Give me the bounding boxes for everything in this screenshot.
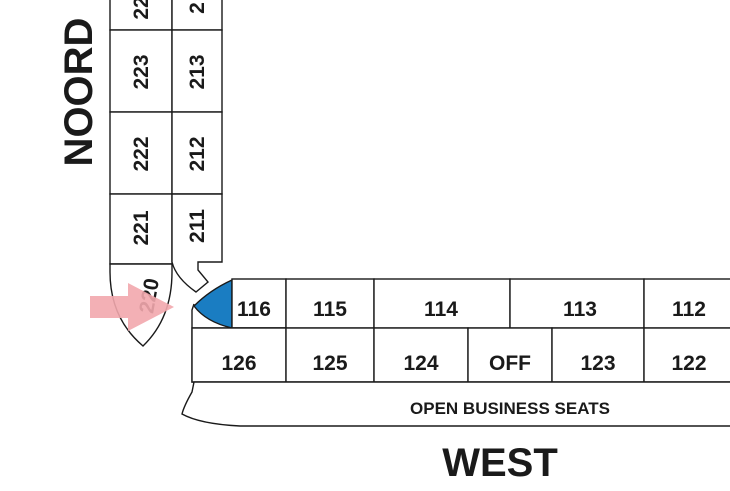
booth-126-box[interactable] [191, 327, 287, 383]
booth-label: 223 [130, 54, 153, 89]
north-zone-label: NOORD [57, 18, 101, 167]
booth-124[interactable] [373, 327, 469, 383]
north-outer-column [109, 0, 173, 347]
open-business-seats-label: OPEN BUSINESS SEATS [410, 399, 610, 418]
booth-label: 116 [237, 298, 271, 321]
booth-label: 126 [221, 352, 256, 375]
booth-label: 213 [186, 54, 209, 89]
booth-label: 113 [563, 298, 597, 321]
booth-123[interactable] [551, 327, 645, 383]
west-bottom-row [191, 303, 730, 383]
booth-label: 122 [671, 352, 706, 375]
booth-label: 2 [186, 2, 209, 14]
booth-113[interactable] [509, 278, 645, 329]
booth-label: 125 [312, 352, 347, 375]
booth-label: 124 [403, 352, 438, 375]
booth-off[interactable] [467, 327, 553, 383]
booth-label: 211 [186, 209, 209, 243]
booth-label: 22 [130, 0, 153, 20]
booth-label: 114 [424, 298, 458, 321]
booth-inner-0[interactable] [171, 0, 223, 31]
booth-label: 123 [580, 352, 615, 375]
booth-label: 212 [186, 136, 209, 171]
west-zone-label: WEST [442, 441, 558, 485]
booth-213[interactable] [171, 29, 223, 113]
booth-211[interactable] [171, 193, 223, 293]
north-inner-column [171, 0, 223, 293]
booth-label: 222 [130, 136, 153, 171]
arrow-right-icon [90, 283, 174, 331]
booth-212[interactable] [171, 111, 223, 195]
booth-125[interactable] [285, 327, 375, 383]
open-business-seats-area[interactable] [181, 381, 730, 427]
booth-label: OFF [489, 352, 531, 375]
booth-116[interactable] [231, 278, 287, 329]
booth-label: 221 [130, 210, 153, 245]
booth-223[interactable] [109, 29, 173, 113]
booth-label: 115 [313, 298, 347, 321]
booth-label: 112 [672, 298, 706, 321]
west-top-row [193, 278, 730, 329]
booth-115[interactable] [285, 278, 375, 329]
booth-221[interactable] [109, 193, 173, 265]
booth-outer-0[interactable] [109, 0, 173, 31]
